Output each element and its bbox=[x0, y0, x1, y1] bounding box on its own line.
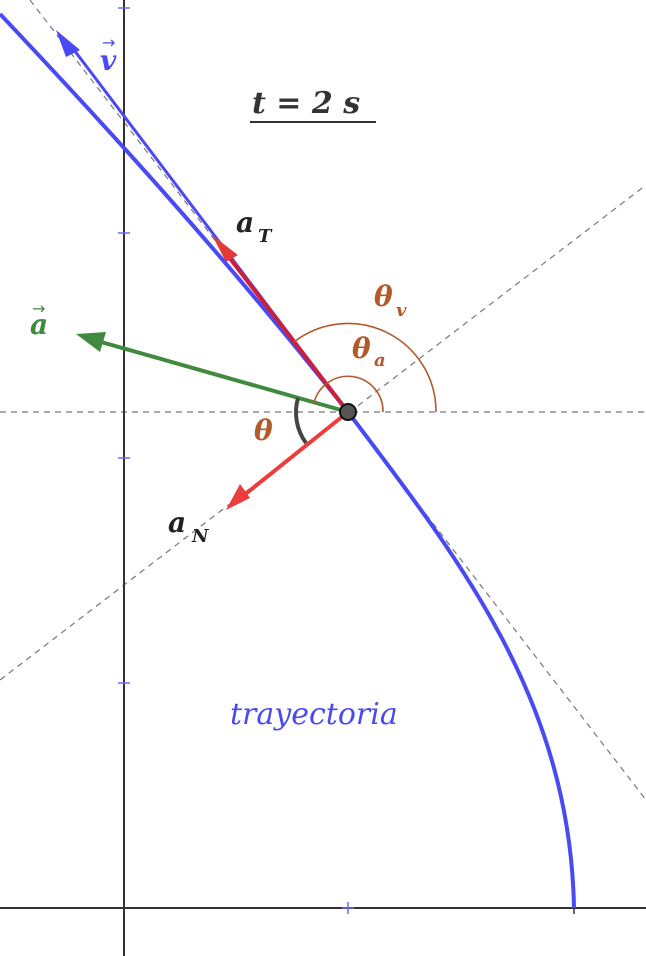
acceleration-vector bbox=[93, 338, 349, 414]
normal-arrowhead bbox=[226, 484, 250, 510]
tangential-label-sub: T bbox=[258, 226, 273, 247]
tangential-acceleration-vector bbox=[220, 246, 350, 414]
velocity-arrowhead bbox=[56, 30, 80, 57]
tangential-arrowhead bbox=[212, 235, 238, 262]
tangential-label: a T bbox=[236, 206, 273, 247]
theta-v-symbol: θ bbox=[374, 280, 393, 313]
normal-acceleration-vector bbox=[236, 410, 350, 502]
theta-v-arc bbox=[293, 322, 437, 413]
velocity-label: v → bbox=[100, 33, 117, 77]
tangential-label-text: a bbox=[236, 206, 254, 239]
theta-a-label: θ a bbox=[352, 332, 386, 371]
acceleration-label-text: a bbox=[30, 308, 48, 341]
trajectory-label: trayectoria bbox=[230, 697, 398, 732]
theta-v-sub: v bbox=[396, 300, 407, 321]
velocity-label-arrow: → bbox=[102, 33, 115, 52]
theta-a-sub: a bbox=[374, 350, 386, 371]
acceleration-label: a → bbox=[30, 299, 48, 341]
theta-v-label: θ v bbox=[374, 280, 407, 321]
acceleration-label-arrow: → bbox=[32, 299, 45, 318]
theta-label: θ bbox=[254, 414, 273, 447]
tangent-reference-line bbox=[29, 0, 646, 801]
theta-arc bbox=[294, 397, 308, 445]
normal-label: a N bbox=[168, 506, 210, 547]
axis-ticks bbox=[118, 7, 575, 914]
normal-label-sub: N bbox=[191, 526, 210, 547]
velocity-label-text: v bbox=[100, 44, 117, 77]
theta-a-arc bbox=[313, 375, 384, 413]
theta-a-symbol: θ bbox=[352, 332, 371, 365]
acceleration-direction-line bbox=[0, 184, 646, 681]
normal-label-text: a bbox=[168, 506, 186, 539]
time-title: t = 2 s bbox=[252, 86, 360, 121]
particle-point bbox=[339, 403, 357, 421]
acceleration-arrowhead bbox=[76, 332, 106, 352]
